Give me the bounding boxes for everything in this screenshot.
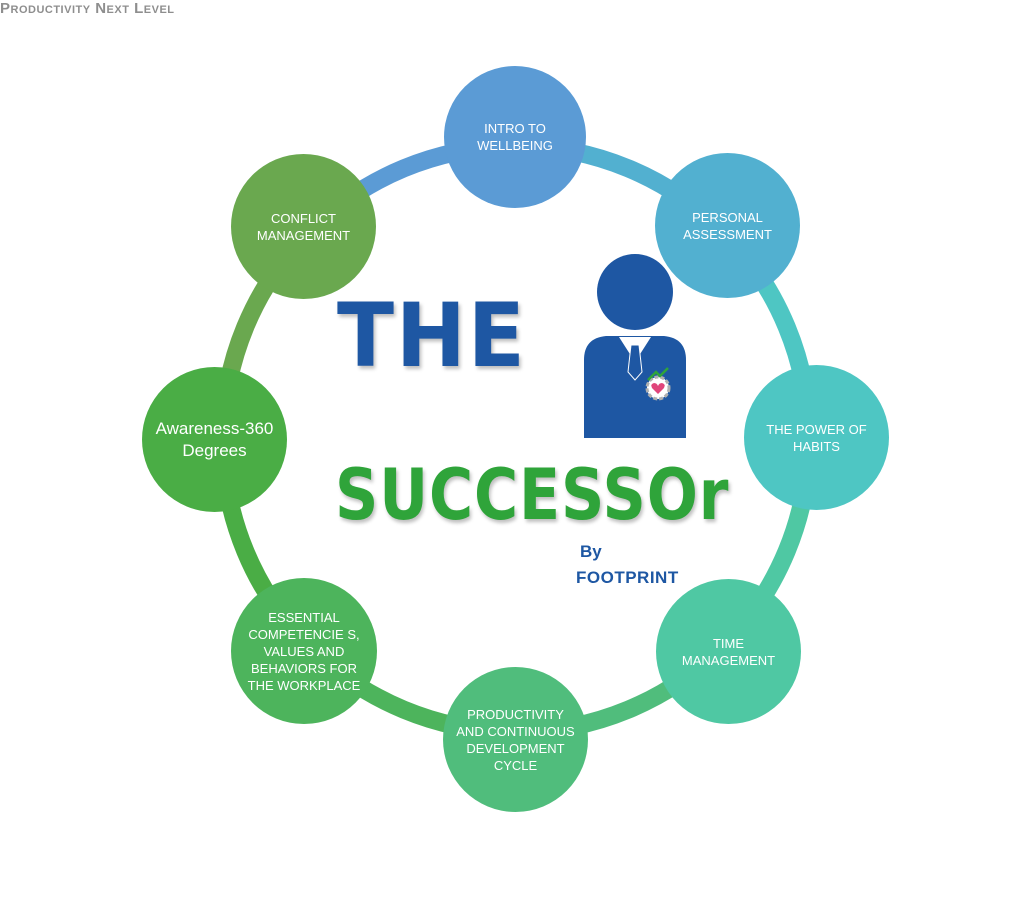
node-label: THE POWER OF HABITS	[766, 421, 867, 454]
node-intro-to-wellbeing: INTRO TO WELLBEING	[444, 66, 586, 208]
node-time-management: TIME MANAGEMENT	[656, 579, 801, 724]
subtitle: Productivity Next Level	[0, 0, 175, 17]
node-label: PRODUCTIVITY AND CONTINUOUS DEVELOPMENT …	[456, 706, 575, 773]
node-label: ESSENTIAL COMPETENCIE S, VALUES AND BEHA…	[247, 609, 361, 693]
node-personal-assessment: PERSONAL ASSESSMENT	[655, 153, 800, 298]
title-the: THE	[337, 284, 527, 387]
node-label: TIME MANAGEMENT	[681, 635, 776, 668]
node-label: INTRO TO WELLBEING	[477, 121, 553, 153]
by-label: By	[580, 542, 602, 561]
node-label: PERSONAL ASSESSMENT	[683, 209, 772, 242]
node-awareness-360: Awareness-360 Degrees	[142, 367, 287, 512]
node-productivity-cycle: PRODUCTIVITY AND CONTINUOUS DEVELOPMENT …	[443, 667, 588, 812]
title-successor: SUCCESSOr	[335, 454, 730, 536]
node-label: CONFLICT MANAGEMENT	[256, 210, 351, 243]
node-label: Awareness-360 Degrees	[155, 418, 274, 460]
brand-footprint: FOOTPRINT	[576, 568, 679, 587]
node-the-power-of-habits: THE POWER OF HABITS	[744, 365, 889, 510]
node-conflict-management: CONFLICT MANAGEMENT	[231, 154, 376, 299]
node-essential-competencies: ESSENTIAL COMPETENCIE S, VALUES AND BEHA…	[231, 578, 377, 724]
